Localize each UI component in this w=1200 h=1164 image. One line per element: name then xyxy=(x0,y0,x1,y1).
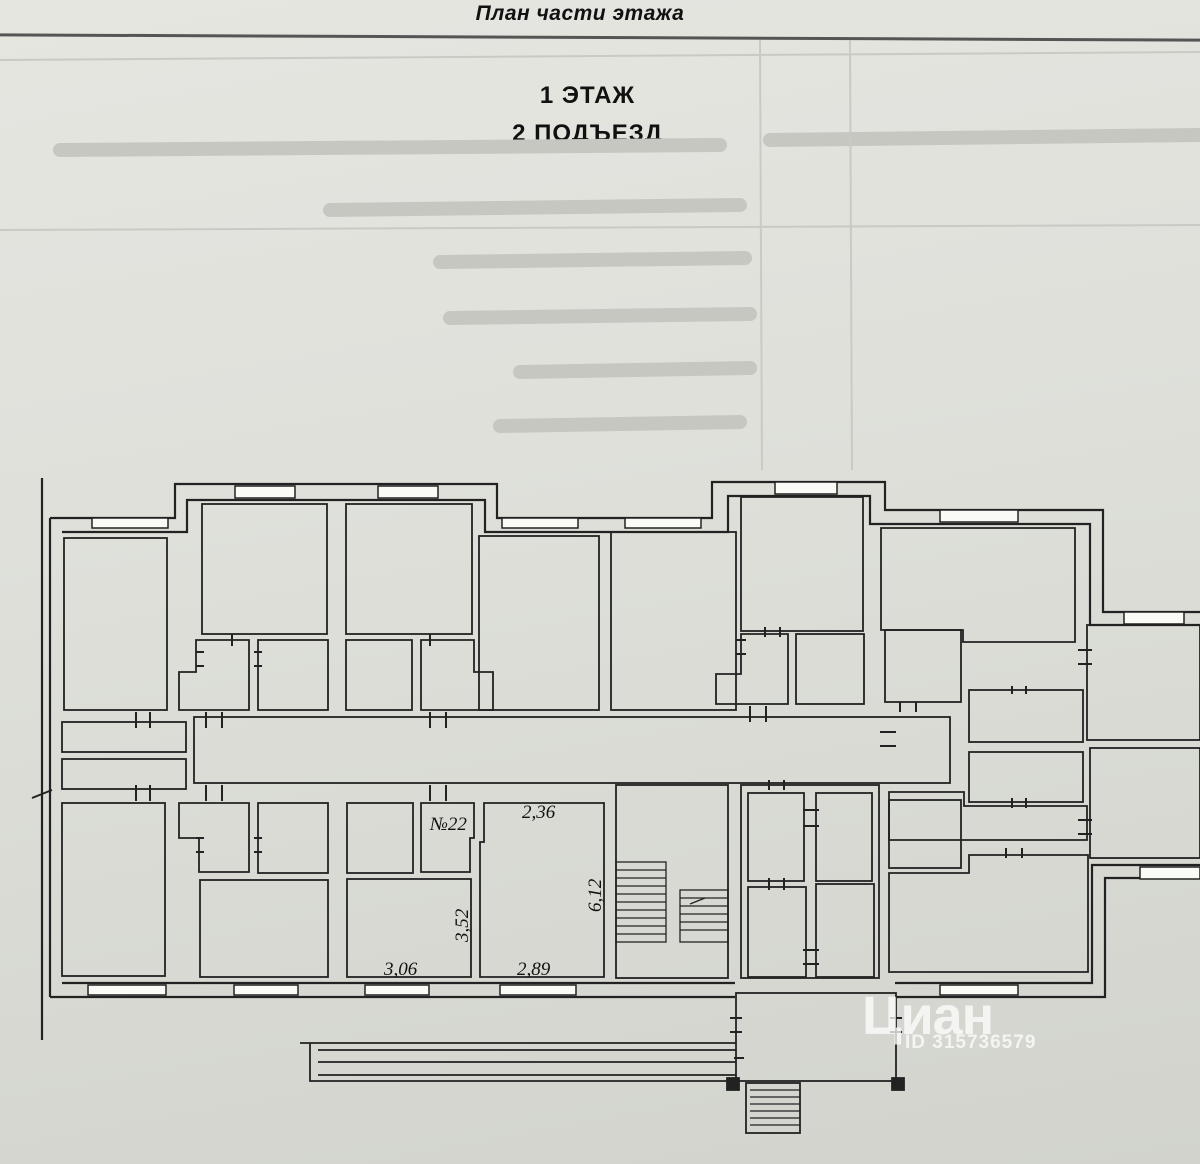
apt22-bath xyxy=(346,802,414,874)
room-um-bath xyxy=(795,633,865,705)
room-ll-2 xyxy=(199,879,329,978)
room-ul-bath-2 xyxy=(345,639,413,711)
room-lm-3 xyxy=(747,886,807,978)
store-left-1 xyxy=(61,721,187,753)
inner-wall-line-bottom xyxy=(62,863,1200,985)
dimension-right-height: 6,12 xyxy=(585,878,606,912)
window xyxy=(939,984,1019,996)
window xyxy=(501,517,579,529)
room-lm-2 xyxy=(815,792,873,882)
window xyxy=(1139,866,1200,880)
entrance-post-right xyxy=(891,1077,905,1091)
entrance-steps xyxy=(745,1082,801,1134)
room-lr-1 xyxy=(968,751,1084,803)
room-ur-4 xyxy=(1086,624,1200,741)
store-left-2 xyxy=(61,758,187,790)
entrance-post-left xyxy=(726,1077,740,1091)
window xyxy=(774,481,838,495)
apartment-number-label: №22 xyxy=(429,814,467,835)
door-marks xyxy=(135,627,1092,1059)
watermark-listing-id: ID 315736579 xyxy=(905,1032,1037,1053)
stair-treads xyxy=(615,861,800,1126)
room-ur-1 xyxy=(880,527,1076,643)
room-ul-bath-1 xyxy=(257,639,329,711)
window xyxy=(377,485,439,499)
rooms xyxy=(61,496,1200,1134)
room-lr-4 xyxy=(1089,747,1200,859)
room-um-2 xyxy=(740,496,864,632)
window xyxy=(91,517,169,529)
room-lm-1 xyxy=(747,792,805,882)
room-ul-hall-2 xyxy=(420,639,494,711)
break-mark xyxy=(31,789,53,799)
window xyxy=(234,485,296,499)
room-ll-bath xyxy=(257,802,329,874)
windows xyxy=(87,481,1200,996)
room-ul-1 xyxy=(63,537,168,711)
window xyxy=(233,984,299,996)
room-um-hall xyxy=(715,633,789,705)
apt22-hall xyxy=(420,802,475,873)
ramp xyxy=(300,1042,736,1082)
left-wall xyxy=(40,478,52,1040)
apt22-room-left xyxy=(346,878,472,978)
outer-wall xyxy=(50,480,1200,614)
window xyxy=(1123,611,1185,625)
room-ll-1 xyxy=(61,802,166,977)
room-ul-3 xyxy=(345,503,473,635)
dimension-left-width: 3,06 xyxy=(383,959,418,980)
entrance-vestibule xyxy=(735,992,897,1082)
stair-core xyxy=(615,784,729,979)
room-ul-hall-1 xyxy=(178,639,250,711)
window xyxy=(939,509,1019,523)
corridor-main xyxy=(193,716,951,784)
floor-label: 1 ЭТАЖ xyxy=(539,82,636,109)
window xyxy=(499,984,577,996)
room-ul-4 xyxy=(478,535,600,711)
room-ul-2 xyxy=(201,503,328,635)
room-ll-hall xyxy=(178,802,250,873)
lower-mid-wall xyxy=(740,784,880,979)
dimension-room-height: 3,52 xyxy=(452,908,473,943)
dimension-top-width: 2,36 xyxy=(522,802,556,823)
window xyxy=(364,984,430,996)
room-um-1 xyxy=(610,531,737,711)
outer-wall-bottom xyxy=(50,876,1200,999)
dimension-right-width: 2,89 xyxy=(517,959,551,980)
apt22-room-right xyxy=(479,802,605,978)
room-ur-3 xyxy=(968,689,1084,743)
window xyxy=(87,984,167,996)
watermark-logo: Циан xyxy=(862,986,994,1046)
document-title: План части этажа xyxy=(475,2,685,25)
inner-wall-line xyxy=(62,494,1200,627)
room-lr-hall xyxy=(888,799,962,869)
window xyxy=(624,517,702,529)
room-lm-4 xyxy=(815,883,875,978)
room-lr-3 xyxy=(888,854,1089,973)
room-ur-2 xyxy=(884,629,962,703)
